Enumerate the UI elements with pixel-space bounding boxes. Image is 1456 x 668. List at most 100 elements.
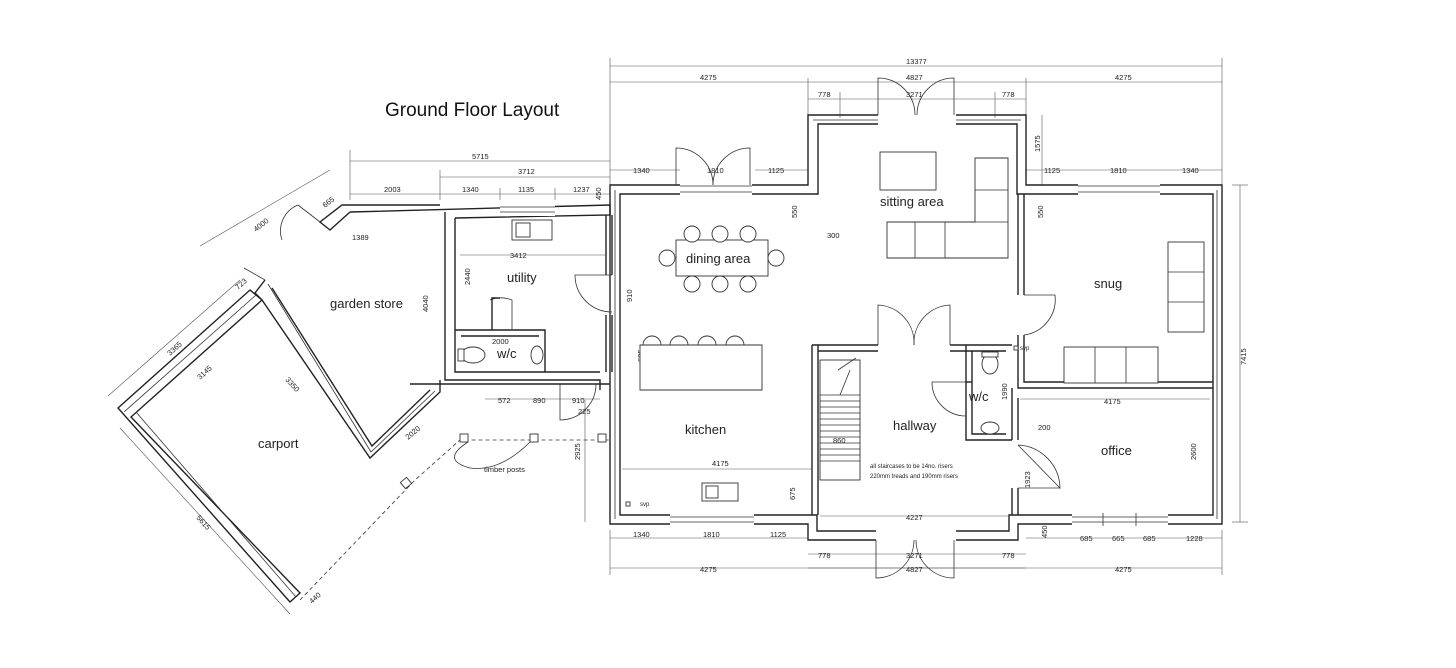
hall-basin <box>980 421 1000 435</box>
note-svp-kitchen: svp <box>640 502 650 508</box>
room-label-hallway: hallway <box>893 418 937 433</box>
dim-5615: 5615 <box>195 513 213 531</box>
dim-860: 860 <box>833 436 846 445</box>
dim-1575: 1575 <box>1033 135 1042 152</box>
room-label-utility: utility <box>507 270 537 285</box>
house-walls <box>609 113 1223 542</box>
dim-office-450: 450 <box>1040 525 1049 538</box>
dim-snug-1125: 1125 <box>1044 166 1060 175</box>
dim-3412: 3412 <box>510 251 527 260</box>
utility-cistern <box>457 348 465 362</box>
room-label-garden-store: garden store <box>330 296 403 311</box>
room-label-kitchen: kitchen <box>685 422 726 437</box>
dim-2440: 2440 <box>463 268 472 285</box>
svp-hall-marker <box>1013 345 1019 351</box>
dim-3712: 3712 <box>518 167 535 176</box>
carport-walls <box>117 289 610 603</box>
dim-top-3271: 3271 <box>906 90 923 99</box>
top-dimension-lines <box>349 58 1248 523</box>
dim-bottom-4275-left: 4275 <box>700 565 717 574</box>
hall-cistern <box>981 351 999 358</box>
dim-top-overall: 13377 <box>906 57 927 66</box>
staircase <box>819 357 861 481</box>
kitchen-sink-bowl <box>705 485 719 499</box>
dim-3350: 3350 <box>284 375 302 393</box>
dim-2003: 2003 <box>384 185 401 194</box>
note-stair-1: all staircases to be 14no. risers <box>870 464 953 470</box>
dim-910-door: 910 <box>572 396 585 405</box>
dim-665: 665 <box>321 195 336 210</box>
dim-office-4175: 4175 <box>1104 397 1121 406</box>
dim-5715: 5715 <box>472 152 489 161</box>
dim-572: 572 <box>498 396 511 405</box>
dim-top-right: 4275 <box>1115 73 1132 82</box>
dim-723: 723 <box>233 276 248 291</box>
interior-walls <box>811 194 1213 515</box>
dim-2925: 2925 <box>573 443 582 460</box>
dim-office-685b: 685 <box>1143 534 1156 543</box>
dim-3365: 3365 <box>165 340 183 358</box>
dim-top-778-left: 778 <box>818 90 831 99</box>
room-label-office: office <box>1101 443 1132 458</box>
dim-300: 300 <box>827 231 840 240</box>
dining-table <box>658 225 785 293</box>
dim-4040: 4040 <box>421 295 430 312</box>
dim-550-right: 550 <box>1036 205 1045 218</box>
utility-toilet <box>460 346 486 364</box>
dim-bottom-778-left: 778 <box>818 551 831 560</box>
room-label-snug: snug <box>1094 276 1122 291</box>
dim-snug-1810: 1810 <box>1110 166 1127 175</box>
dim-bottom-4827: 4827 <box>906 565 923 574</box>
dim-office-1228: 1228 <box>1186 534 1203 543</box>
note-svp-hall: svp <box>1020 346 1030 352</box>
doors <box>280 77 1061 579</box>
dim-1340-utility: 1340 <box>462 185 479 194</box>
dim-1923: 1923 <box>1023 471 1032 488</box>
plan-title: Ground Floor Layout <box>385 100 560 121</box>
dim-dining-1125: 1125 <box>768 166 784 175</box>
dim-bottom-1810: 1810 <box>703 530 720 539</box>
dim-3145: 3145 <box>195 364 213 382</box>
dim-890: 890 <box>533 396 546 405</box>
dim-1990: 1990 <box>1000 383 1009 400</box>
snug-sofas <box>1063 241 1205 384</box>
dim-bottom-778-right: 778 <box>1002 551 1015 560</box>
room-label-dining-area: dining area <box>686 251 751 266</box>
dim-200: 200 <box>1038 423 1051 432</box>
dim-1237: 1237 <box>573 185 590 194</box>
sitting-rug <box>879 151 937 191</box>
note-timber-posts: timber posts <box>484 465 525 474</box>
dim-top-left: 4275 <box>700 73 717 82</box>
dim-1135: 1135 <box>518 185 534 194</box>
dim-910-utility: 910 <box>625 289 634 302</box>
bottom-dimension-lines <box>609 530 1223 575</box>
kitchen-island <box>639 335 763 391</box>
dim-7415: 7415 <box>1239 348 1248 365</box>
dim-office-665: 665 <box>1112 534 1125 543</box>
dim-225: 225 <box>578 407 591 416</box>
dim-bottom-1340: 1340 <box>633 530 650 539</box>
utility-walls <box>349 203 613 390</box>
dim-bottom-1125: 1125 <box>770 530 786 539</box>
utility-basin <box>530 345 544 365</box>
garden-store-walls <box>243 204 441 460</box>
dim-2000: 2000 <box>492 337 509 346</box>
dim-dining-1340: 1340 <box>633 166 650 175</box>
dim-450-top: 450 <box>594 187 603 200</box>
sitting-sofa <box>879 151 1009 259</box>
room-label-wc-hall: w/c <box>968 389 989 404</box>
dim-550-left: 550 <box>790 205 799 218</box>
room-label-carport: carport <box>258 436 299 451</box>
utility-sink-bowl <box>515 222 531 238</box>
dim-4227: 4227 <box>906 513 923 522</box>
dim-snug-1340: 1340 <box>1182 166 1199 175</box>
room-label-sitting-area: sitting area <box>880 194 944 209</box>
dim-440: 440 <box>307 590 322 605</box>
dim-4000: 4000 <box>252 216 271 233</box>
dim-1389: 1389 <box>352 233 369 242</box>
dim-2600: 2600 <box>1189 443 1198 460</box>
dim-dining-1810: 1810 <box>707 166 724 175</box>
dim-675: 675 <box>788 487 797 500</box>
dim-top-778-right: 778 <box>1002 90 1015 99</box>
